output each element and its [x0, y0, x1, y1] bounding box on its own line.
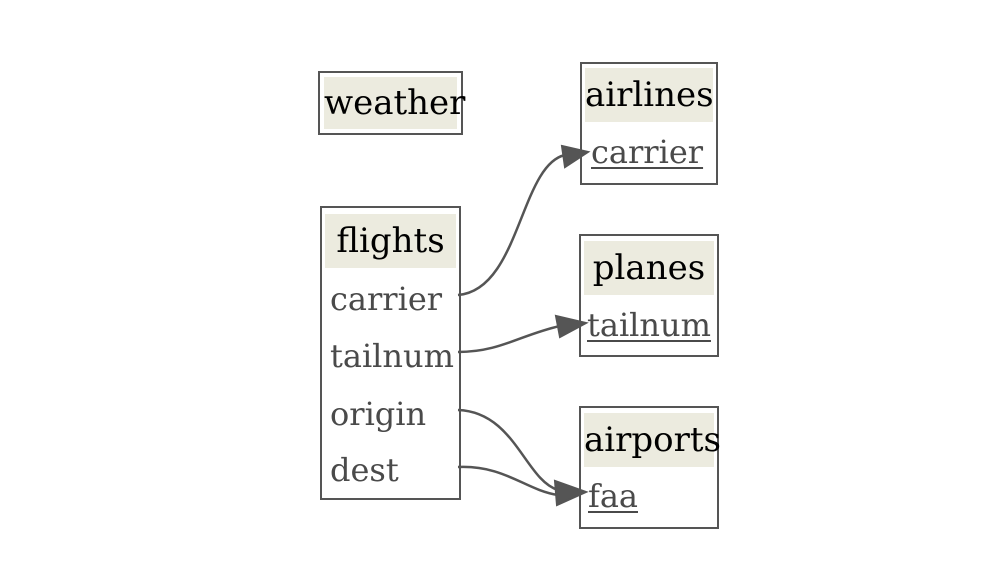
edge-dest-to-airports	[457, 465, 559, 497]
field-flights-dest: dest	[330, 451, 399, 489]
table-weather[interactable]: weather	[318, 71, 465, 135]
edge-carrier-to-airlines	[457, 153, 566, 297]
field-flights-origin: origin	[330, 395, 427, 433]
field-flights-carrier: carrier	[330, 280, 443, 318]
table-airlines[interactable]: airlines carrier	[580, 62, 718, 185]
edge-origin-to-airports	[457, 408, 559, 492]
table-airlines-name: airlines	[585, 68, 714, 122]
edge-carrier-arrowhead	[560, 144, 591, 169]
table-flights-name: flights	[325, 214, 456, 268]
table-planes[interactable]: planes tailnum	[579, 234, 719, 357]
field-planes-tailnum: tailnum	[587, 306, 711, 344]
field-airlines-carrier: carrier	[591, 133, 704, 171]
field-flights-tailnum: tailnum	[330, 337, 454, 375]
edge-tailnum-to-planes	[457, 324, 561, 354]
table-airports[interactable]: airports faa	[579, 406, 721, 529]
edge-tailnum-arrowhead	[554, 314, 589, 339]
field-airports-faa: faa	[588, 477, 638, 515]
table-weather-name: weather	[324, 77, 465, 129]
edge-airports-arrowhead	[553, 479, 589, 507]
table-airports-name: airports	[584, 413, 721, 467]
table-planes-name: planes	[584, 241, 714, 295]
